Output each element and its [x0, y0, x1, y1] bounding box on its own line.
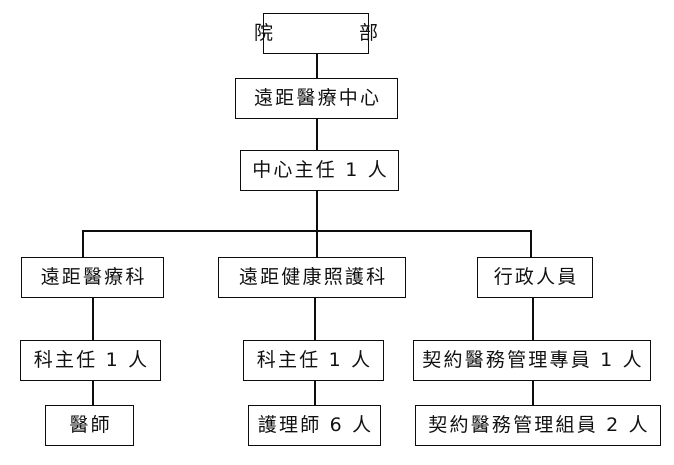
- connector-bus-to-admin-staff: [530, 230, 532, 257]
- node-telehealth-dept: 遠距健康照護科: [218, 257, 406, 298]
- connector-branch-bus: [82, 230, 531, 232]
- node-telemed-center: 遠距醫療中心: [235, 78, 398, 119]
- connector-bus-to-telemed-dept: [82, 230, 84, 257]
- connector-head2-to-nurses: [314, 381, 316, 405]
- connector-admin-to-spec: [532, 298, 534, 340]
- connector-head1-to-physician: [92, 381, 94, 405]
- node-dept-head-2: 科主任 1 人: [243, 340, 384, 381]
- node-telemed-dept: 遠距醫療科: [21, 257, 164, 298]
- connector-director-to-bus: [316, 191, 318, 230]
- connector-telehealth-to-head: [314, 298, 316, 340]
- connector-center-to-director: [316, 119, 318, 150]
- node-dept-head-1: 科主任 1 人: [20, 340, 161, 381]
- node-hospital: 院 部: [254, 13, 378, 54]
- node-admin-staff: 行政人員: [477, 257, 593, 298]
- node-contract-spec: 契約醫務管理專員 1 人: [413, 340, 651, 381]
- node-nurses: 護理師 6 人: [248, 405, 381, 446]
- node-center-director: 中心主任 1 人: [240, 150, 399, 191]
- connector-spec-to-member: [532, 381, 534, 405]
- connector-telemed-to-head: [92, 298, 94, 340]
- node-contract-member: 契約醫務管理組員 2 人: [415, 405, 661, 446]
- node-physician: 醫師: [45, 405, 134, 446]
- connector-hospital-to-center: [316, 54, 318, 78]
- connector-bus-to-telehealth-dept: [316, 230, 318, 257]
